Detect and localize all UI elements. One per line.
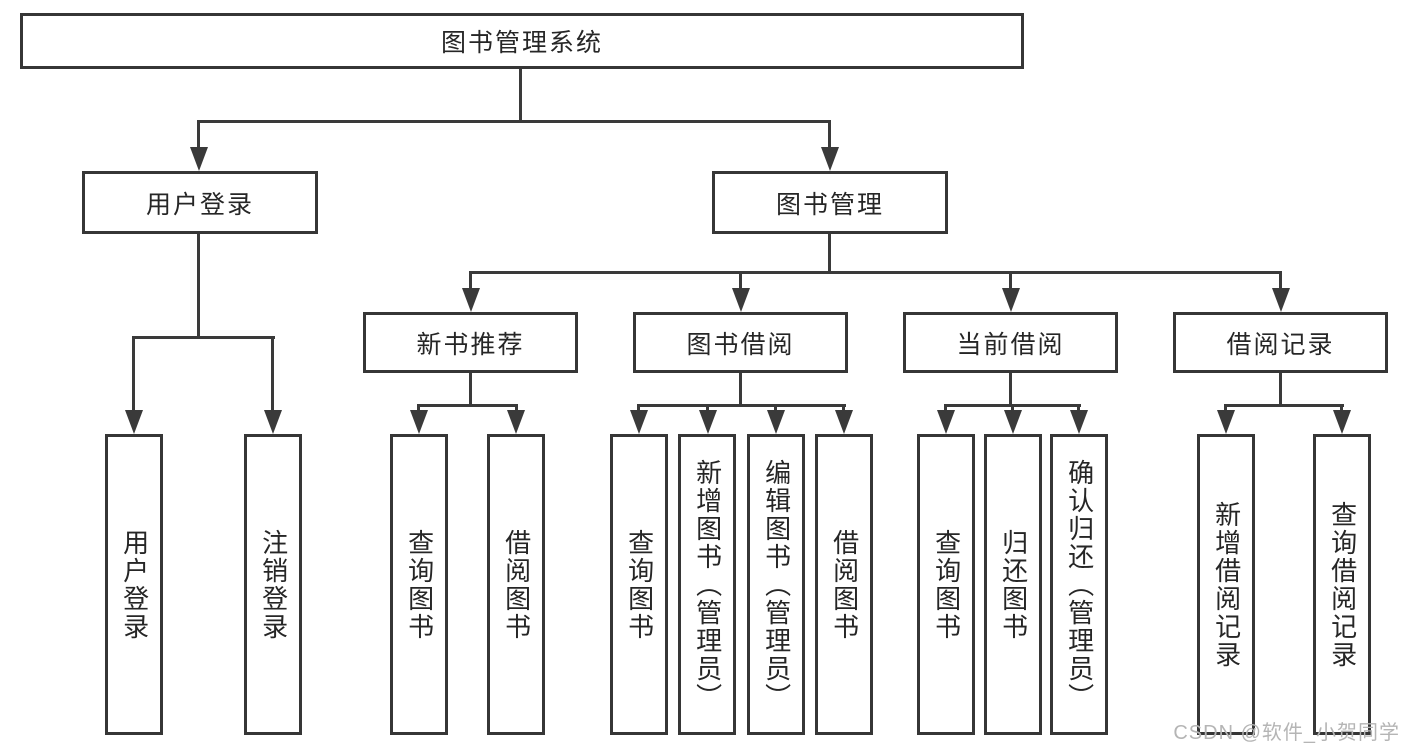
- connector-drop-book-mgmt: [828, 120, 831, 150]
- connector-drop-leaf: [706, 404, 709, 413]
- leaf-borrow-borrow-books: 借阅图书: [815, 434, 873, 735]
- arrow-down-icon: [1070, 410, 1088, 434]
- arrow-down-icon: [1004, 410, 1022, 434]
- arrow-down-icon: [699, 410, 717, 434]
- arrow-down-icon: [125, 410, 143, 434]
- leaf-user-login: 用户登录: [105, 434, 163, 735]
- arrow-down-icon: [462, 288, 480, 312]
- leaf-borrow-borrow-books-label: 借阅图书: [829, 528, 860, 641]
- connector-record-stem: [1279, 373, 1282, 407]
- arrow-down-icon: [1272, 288, 1290, 312]
- arrow-down-icon: [732, 288, 750, 312]
- node-borrowing-records: 借阅记录: [1173, 312, 1388, 373]
- connector-level3-bus: [469, 271, 1281, 274]
- arrow-down-icon: [507, 410, 525, 434]
- connector-book-mgmt-stem: [828, 234, 831, 274]
- leaf-borrow-query-books: 查询图书: [610, 434, 668, 735]
- leaf-current-confirm-return-admin: 确认归还（管理员）: [1050, 434, 1108, 735]
- leaf-newbook-query-books: 查询图书: [390, 434, 448, 735]
- leaf-current-return-books: 归还图书: [984, 434, 1042, 735]
- connector-drop-record: [1279, 271, 1282, 291]
- arrow-down-icon: [767, 410, 785, 434]
- connector-drop-leaf: [1011, 404, 1014, 413]
- node-user-login-branch: 用户登录: [82, 171, 318, 234]
- leaf-record-add-borrow-record-label: 新增借阅记录: [1211, 500, 1242, 669]
- leaf-record-add-borrow-record: 新增借阅记录: [1197, 434, 1255, 735]
- connector-drop-current: [1009, 271, 1012, 291]
- leaf-record-query-borrow-record: 查询借阅记录: [1313, 434, 1371, 735]
- node-user-login-label: 用户登录: [145, 190, 254, 219]
- arrow-down-icon: [821, 147, 839, 171]
- connector-current-stem: [1009, 373, 1012, 407]
- leaf-user-login-label: 用户登录: [119, 528, 150, 641]
- connector-record-bus: [1224, 404, 1344, 407]
- arrow-down-icon: [264, 410, 282, 434]
- node-root: 图书管理系统: [20, 13, 1024, 69]
- connector-drop-leaf: [1224, 404, 1227, 413]
- connector-drop-leaf: [774, 404, 777, 413]
- leaf-logout-label: 注销登录: [258, 528, 289, 641]
- leaf-newbook-borrow-books: 借阅图书: [487, 434, 545, 735]
- node-new-book-recommend: 新书推荐: [363, 312, 578, 373]
- leaf-current-return-books-label: 归还图书: [998, 528, 1029, 641]
- leaf-borrow-query-books-label: 查询图书: [624, 528, 655, 641]
- watermark: CSDN @软件_小贺同学: [1173, 722, 1400, 744]
- connector-drop-leaf: [637, 404, 640, 413]
- connector-drop-user-login: [197, 120, 200, 150]
- connector-level2-bus: [197, 120, 831, 123]
- arrow-down-icon: [835, 410, 853, 434]
- connector-user-login-stem: [197, 234, 200, 339]
- arrow-down-icon: [1217, 410, 1235, 434]
- connector-user-login-bus: [132, 336, 275, 339]
- node-book-borrowing-label: 图书借阅: [686, 330, 795, 359]
- connector-borrow-bus: [637, 404, 846, 407]
- leaf-borrow-edit-books-admin-label: 编辑图书（管理员）: [761, 458, 792, 711]
- leaf-newbook-query-books-label: 查询图书: [404, 528, 435, 641]
- connector-root-stem: [519, 69, 522, 122]
- leaf-current-query-books: 查询图书: [917, 434, 975, 735]
- leaf-borrow-add-books-admin-label: 新增图书（管理员）: [692, 458, 723, 711]
- connector-drop-leaf: [944, 404, 947, 413]
- arrow-down-icon: [1002, 288, 1020, 312]
- node-book-management-label: 图书管理: [775, 190, 884, 219]
- connector-newbook-bus: [417, 404, 518, 407]
- connector-drop-newbook: [469, 271, 472, 291]
- node-book-management-branch: 图书管理: [712, 171, 948, 234]
- leaf-logout: 注销登录: [244, 434, 302, 735]
- leaf-borrow-edit-books-admin: 编辑图书（管理员）: [747, 434, 805, 735]
- node-current-borrowing: 当前借阅: [903, 312, 1118, 373]
- connector-newbook-stem: [469, 373, 472, 407]
- leaf-current-query-books-label: 查询图书: [931, 528, 962, 641]
- leaf-current-confirm-return-admin-label: 确认归还（管理员）: [1064, 458, 1095, 711]
- connector-drop-leaf: [271, 336, 274, 412]
- node-borrowing-records-label: 借阅记录: [1226, 330, 1335, 359]
- connector-borrow-stem: [739, 373, 742, 407]
- connector-drop-leaf: [132, 336, 135, 412]
- node-book-borrowing: 图书借阅: [633, 312, 848, 373]
- leaf-borrow-add-books-admin: 新增图书（管理员）: [678, 434, 736, 735]
- arrow-down-icon: [190, 147, 208, 171]
- arrow-down-icon: [410, 410, 428, 434]
- leaf-record-query-borrow-record-label: 查询借阅记录: [1327, 500, 1358, 669]
- connector-drop-leaf: [1340, 404, 1343, 413]
- connector-drop-leaf: [515, 404, 518, 413]
- connector-drop-leaf: [842, 404, 845, 413]
- arrow-down-icon: [1333, 410, 1351, 434]
- connector-drop-leaf: [1077, 404, 1080, 413]
- node-current-borrowing-label: 当前借阅: [956, 330, 1065, 359]
- arrow-down-icon: [937, 410, 955, 434]
- arrow-down-icon: [630, 410, 648, 434]
- connector-drop-borrow: [739, 271, 742, 291]
- leaf-newbook-borrow-books-label: 借阅图书: [501, 528, 532, 641]
- node-new-book-label: 新书推荐: [416, 330, 525, 359]
- connector-drop-leaf: [417, 404, 420, 413]
- node-root-label: 图书管理系统: [440, 29, 603, 57]
